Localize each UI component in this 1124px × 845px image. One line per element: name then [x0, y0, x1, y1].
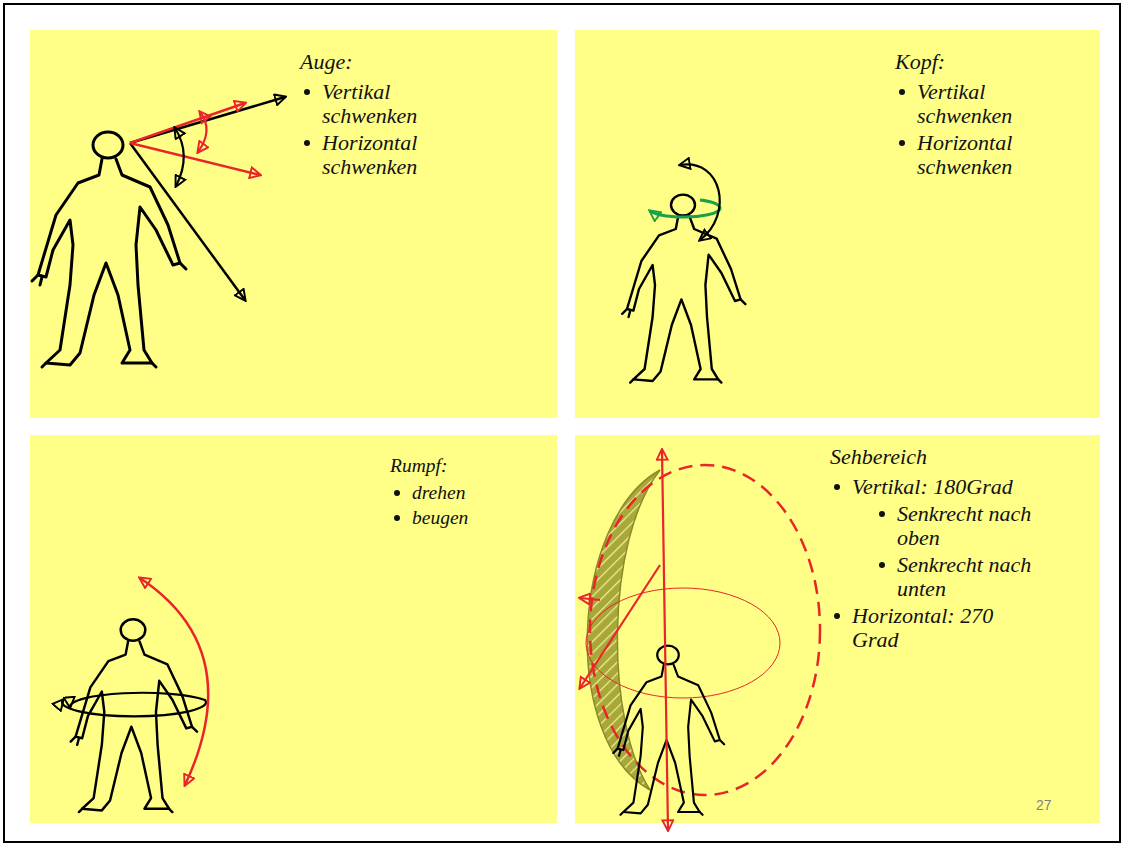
panel-heading: Sehbereich	[830, 445, 1067, 469]
bullet-dot	[879, 511, 885, 517]
bullet-dot	[394, 490, 400, 496]
panel-heading: Auge:	[300, 50, 462, 74]
torso-figure	[62, 578, 208, 812]
bullet-item: beugen	[390, 507, 552, 528]
panel: SehbereichVertikal: 180GradSenkrecht nac…	[575, 435, 1100, 823]
bullet-text: Horizontal schwenken	[322, 131, 462, 179]
bullet-text: drehen	[412, 482, 552, 503]
text-column: Kopf: Vertikal schwenkenHorizontal schwen…	[895, 50, 1057, 182]
text-column: Auge: Vertikal schwenkenHorizontal schwen…	[300, 50, 462, 182]
field-of-view-figure	[580, 450, 820, 830]
bullet-text: Horizontal: 270 Grad	[852, 604, 1042, 652]
bullet-dot	[834, 613, 840, 619]
bullet-text: Horizontal schwenken	[917, 131, 1057, 179]
bullet-text: Vertikal schwenken	[322, 80, 462, 128]
bullet-text: Senkrecht nach oben	[897, 502, 1067, 550]
heading-item: Rumpf:	[390, 455, 552, 476]
bullet-dot	[304, 140, 310, 146]
heading-item: Sehbereich	[830, 445, 1067, 469]
panel: Rumpf: drehen beugen	[30, 435, 557, 823]
text-column: SehbereichVertikal: 180GradSenkrecht nac…	[830, 445, 1067, 655]
page-number: 27	[1036, 797, 1052, 813]
heading-item: Auge:	[300, 50, 462, 74]
eye-figure	[32, 97, 285, 367]
bullet-item: Horizontal schwenken	[300, 131, 462, 179]
bullet-item: Horizontal schwenken	[895, 131, 1057, 179]
bullet-item: Vertikal: 180Grad	[830, 475, 1067, 499]
bullet-dot	[304, 89, 310, 95]
bullet-dot	[899, 140, 905, 146]
bullet-item: Vertikal schwenken	[300, 80, 462, 128]
bullet-text: Vertikal: 180Grad	[852, 475, 1042, 499]
panel: Auge: Vertikal schwenkenHorizontal schwen…	[30, 30, 557, 418]
bullet-text: Vertikal schwenken	[917, 80, 1057, 128]
bullet-item: Senkrecht nach oben	[875, 502, 1067, 550]
panel-heading: Kopf:	[895, 50, 1057, 74]
bullet-item: drehen	[390, 482, 552, 503]
heading-item: Kopf:	[895, 50, 1057, 74]
panel: Kopf: Vertikal schwenkenHorizontal schwen…	[575, 30, 1100, 418]
bullet-dot	[394, 515, 400, 521]
bullet-item: Senkrecht nach unten	[875, 553, 1067, 601]
bullet-text: Senkrecht nach unten	[897, 553, 1067, 601]
head-figure	[622, 164, 745, 382]
text-column: Rumpf: drehen beugen	[390, 455, 552, 531]
bullet-dot	[834, 484, 840, 490]
bullet-item: Horizontal: 270 Grad	[830, 604, 1067, 652]
bullet-text: beugen	[412, 507, 552, 528]
bullet-dot	[899, 89, 905, 95]
bullet-dot	[879, 562, 885, 568]
bullet-item: Vertikal schwenken	[895, 80, 1057, 128]
panel-heading: Rumpf:	[390, 455, 552, 476]
